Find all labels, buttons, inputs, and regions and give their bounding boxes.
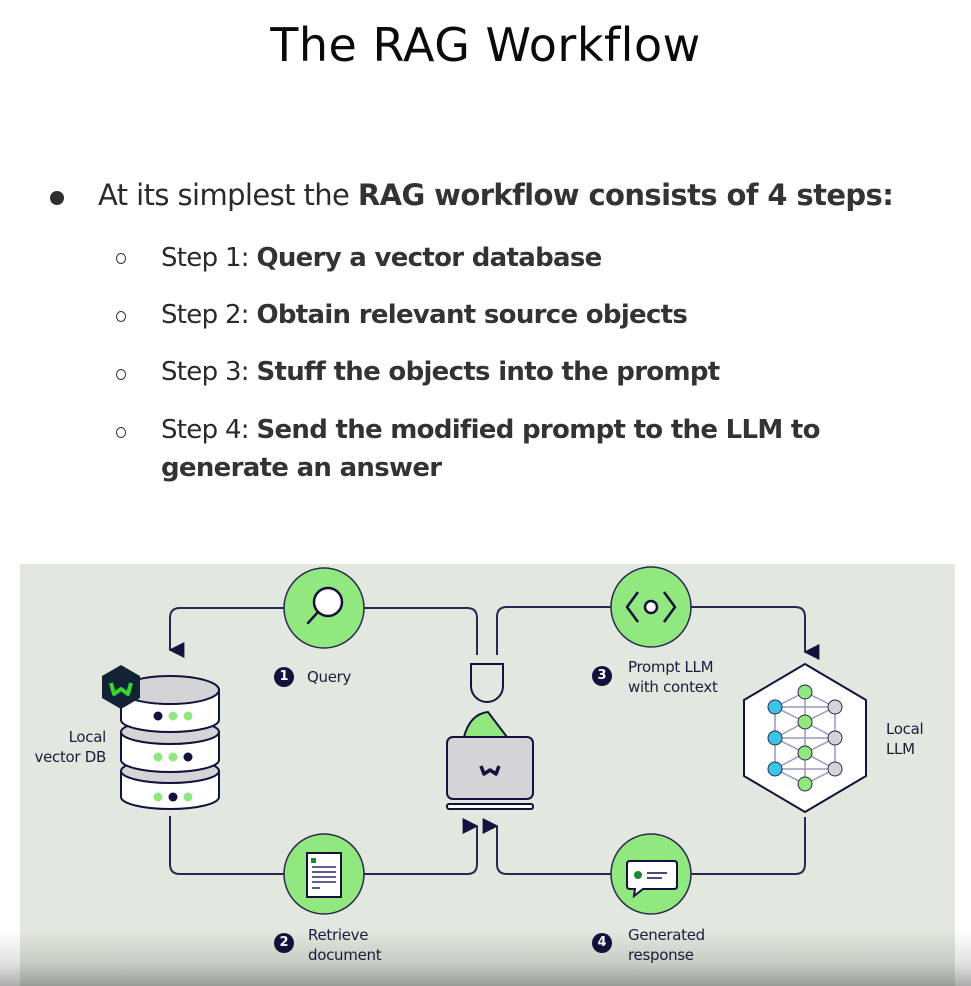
- stage-prompt: [610, 566, 692, 648]
- database-icon: [120, 675, 220, 810]
- step-badge-2: 2: [274, 933, 294, 953]
- vector-db-label: Local vector DB: [34, 727, 107, 767]
- sub-bullet-icon: [116, 427, 126, 438]
- llm-label: Local LLM: [886, 719, 924, 759]
- step-badge-3: 3: [592, 666, 612, 686]
- step-badge-4: 4: [592, 933, 612, 953]
- stage-label-line1: Generated: [628, 926, 705, 944]
- stage-label-line1: Retrieve: [308, 926, 369, 944]
- stage-label-retrieve: Retrieve document: [308, 925, 382, 965]
- intro-bold: RAG workflow consists of 4 steps:: [357, 178, 894, 212]
- connectors: [168, 606, 820, 875]
- chat-bubble-icon: [626, 860, 678, 899]
- vector-db-label-line2: vector DB: [34, 748, 107, 766]
- stage-label-line1: Prompt LLM: [628, 658, 714, 676]
- step-3: Step 3: Stuff the objects into the promp…: [161, 352, 720, 392]
- step-text: Obtain relevant source objects: [256, 300, 688, 330]
- llm-label-line1: Local: [886, 720, 924, 738]
- weaviate-logo-icon: [102, 665, 140, 709]
- stage-label-line1: Query: [307, 668, 352, 686]
- document-icon: [306, 852, 342, 898]
- stage-label-response: Generated response: [628, 925, 705, 965]
- step-text: generate an answer: [161, 453, 442, 483]
- bullet-dot-icon: [50, 191, 64, 205]
- response-to-user-line: [482, 818, 611, 875]
- stage-query: [283, 567, 365, 649]
- slide-title: The RAG Workflow: [270, 18, 701, 72]
- step-text: Query a vector database: [256, 243, 602, 273]
- stage-label-line2: response: [628, 946, 694, 964]
- stage-label-line2: document: [308, 946, 382, 964]
- llm-to-response-line: [691, 817, 806, 875]
- stage-label-query: Query: [307, 667, 351, 687]
- intro-bullet: At its simplest the RAG workflow consist…: [98, 178, 894, 212]
- user-laptop-icon: [446, 663, 534, 810]
- step-prefix: Step 1:: [161, 243, 257, 273]
- vector-db-label-line1: Local: [68, 728, 107, 746]
- neural-network-icon: [743, 663, 867, 813]
- stage-retrieve: [283, 833, 365, 915]
- user-to-prompt-line: [496, 606, 611, 655]
- step-text: Send the modified prompt to the LLM to: [256, 415, 820, 445]
- sub-bullet-icon: [116, 369, 126, 380]
- step-text: Stuff the objects into the prompt: [256, 357, 720, 387]
- step-badge-1: 1: [274, 667, 294, 687]
- db-to-retrieve-line: [169, 816, 284, 875]
- prompt-to-llm-line: [691, 606, 820, 660]
- step-4-continued: generate an answer: [161, 448, 442, 488]
- sub-bullet-icon: [116, 311, 126, 322]
- query-to-db-line: [168, 607, 284, 658]
- stage-label-line2: with context: [628, 678, 718, 696]
- search-icon: [306, 586, 344, 625]
- code-brackets-icon: [625, 591, 677, 623]
- step-prefix: Step 2:: [161, 300, 257, 330]
- intro-prefix: At its simplest the: [98, 178, 358, 212]
- stage-response: [610, 833, 692, 915]
- retrieve-to-user-line: [364, 818, 479, 875]
- step-1: Step 1: Query a vector database: [161, 238, 602, 278]
- step-prefix: Step 3:: [161, 357, 257, 387]
- stage-label-prompt: Prompt LLM with context: [628, 657, 718, 697]
- llm-label-line2: LLM: [886, 740, 915, 758]
- step-2: Step 2: Obtain relevant source objects: [161, 295, 688, 335]
- user-to-query-line: [364, 607, 478, 655]
- step-prefix: Step 4:: [161, 415, 257, 445]
- step-4: Step 4: Send the modified prompt to the …: [161, 410, 820, 450]
- sub-bullet-icon: [116, 253, 126, 264]
